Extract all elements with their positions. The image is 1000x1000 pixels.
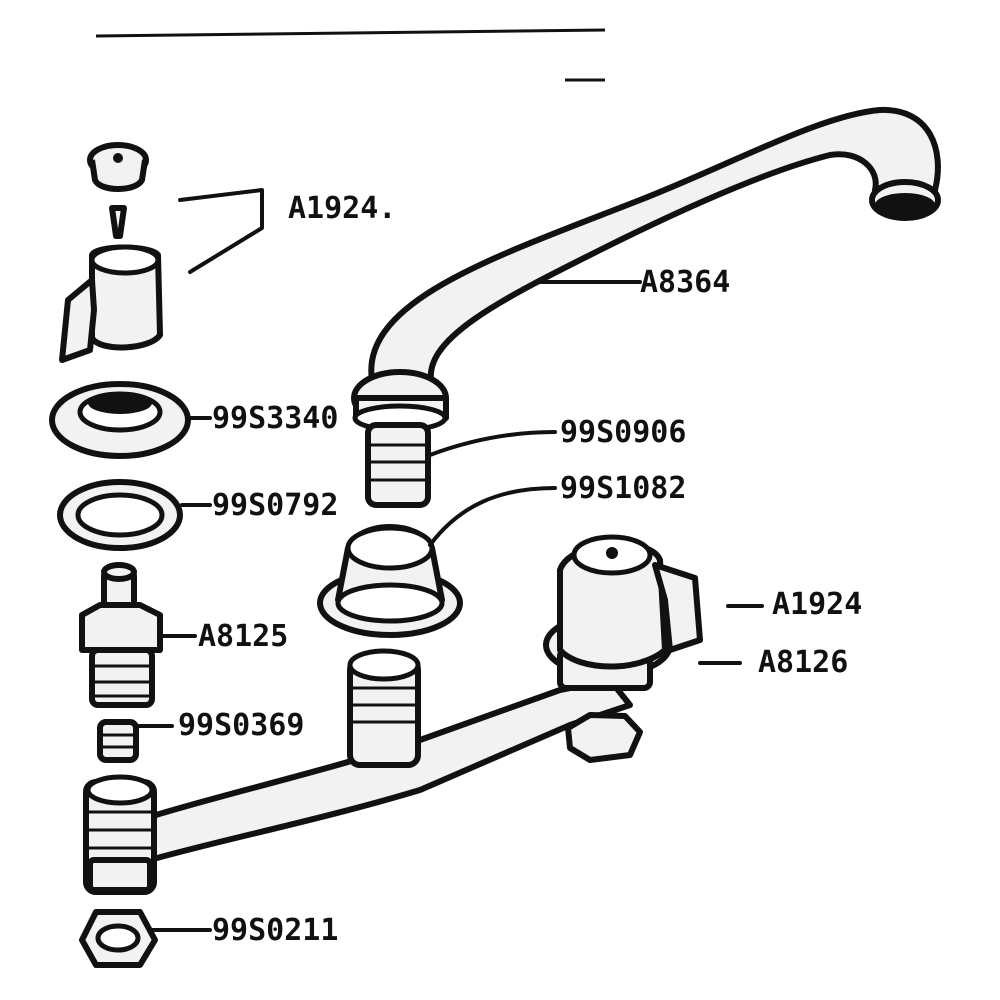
leader-spout-nipple [428, 430, 557, 457]
label-spout-nipple: 99S0906 [560, 415, 686, 450]
escutcheon-left-part [49, 381, 191, 459]
label-seat: 99S0369 [178, 708, 304, 743]
cartridge-part [79, 562, 163, 708]
handle-screw [109, 205, 127, 239]
label-spout: A8364 [640, 265, 730, 300]
label-handle-left: A1924. [288, 191, 396, 226]
spout-escutcheon-part [317, 524, 463, 638]
label-valve-right: A8126 [758, 645, 848, 680]
spout-nipple-part [365, 422, 431, 508]
leader-spout-escutcheon [428, 486, 557, 547]
label-escutcheon-left: 99S3340 [212, 401, 338, 436]
handle-right-part [557, 534, 703, 670]
header-rule-top [95, 28, 606, 38]
faucet-body-part [83, 648, 643, 895]
label-spout-escutcheon: 99S1082 [560, 471, 686, 506]
handle-left-part [59, 244, 163, 363]
label-cartridge: A8125 [198, 619, 288, 654]
label-nut: 99S0211 [212, 913, 338, 948]
handle-cap-left [87, 142, 149, 192]
leader-handle-left [178, 188, 264, 274]
washer-left-part [57, 479, 183, 551]
label-washer-left: 99S0792 [212, 488, 338, 523]
nut-part [79, 909, 158, 968]
label-handle-right: A1924 [772, 587, 862, 622]
seat-part [97, 719, 139, 763]
